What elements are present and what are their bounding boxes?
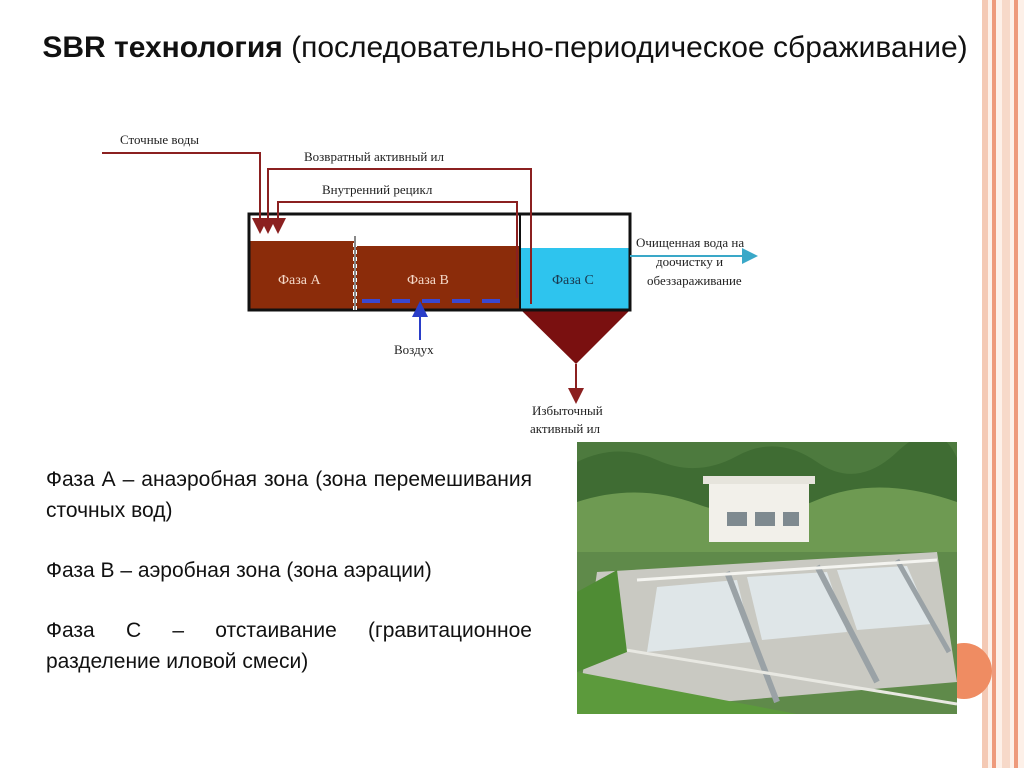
wastewater-pipe <box>102 152 268 234</box>
return-sludge-pipe <box>260 168 532 304</box>
phase-b-description: Фаза В – аэробная зона (зона аэрации) <box>46 559 432 582</box>
label-phase-c: Фаза С <box>552 273 594 288</box>
label-excess-2: активный ил <box>530 421 601 436</box>
sbr-process-diagram: Сточные воды Возвратный активный ил Внут… <box>102 132 758 436</box>
tank-outline <box>247 212 632 312</box>
settling-cone <box>521 310 630 364</box>
label-internal-recycle: Внутренний рецикл <box>322 182 433 197</box>
label-excess-1: Избыточный <box>532 403 603 418</box>
phase-descriptions: Фаза А – анаэробная зона (зона перемешив… <box>46 464 532 706</box>
slide-edge-stripes <box>982 0 1024 768</box>
label-return-sludge: Возвратный активный ил <box>304 149 445 164</box>
label-treated-3: обеззараживание <box>647 273 742 288</box>
internal-recycle-pipe <box>270 201 518 298</box>
phase-c-description: Фаза С – отстаивание (гравитационное раз… <box>46 619 532 673</box>
treatment-plant-photo <box>577 442 957 714</box>
label-treated-1: Очищенная вода на <box>636 235 744 250</box>
label-phase-b: Фаза В <box>407 273 449 288</box>
phase-c-zone <box>521 248 630 309</box>
title-bold: SBR технология <box>42 31 283 64</box>
phase-a-description: Фаза А – анаэробная зона (зона перемешив… <box>46 468 532 522</box>
phase-a-zone <box>250 241 354 309</box>
label-phase-a: Фаза А <box>278 273 322 288</box>
title-rest: (последовательно-периодическое сбраживан… <box>282 31 968 64</box>
label-wastewater: Сточные воды <box>120 132 199 147</box>
phase-b-zone <box>356 246 520 309</box>
label-treated-2: доочистку и <box>656 254 723 269</box>
slide-title: SBR технология (последовательно-периодич… <box>40 28 970 68</box>
label-air: Воздух <box>394 342 434 357</box>
